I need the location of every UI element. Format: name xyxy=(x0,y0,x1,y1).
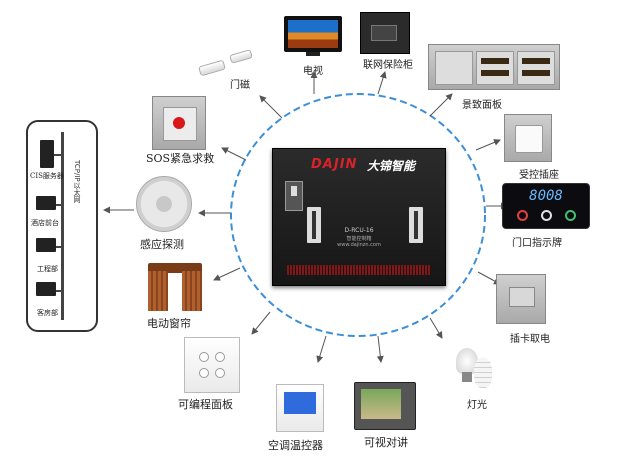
motion-sensor-icon xyxy=(136,176,192,232)
scene-button xyxy=(495,58,509,64)
connection-ring xyxy=(230,93,486,337)
network-backbone xyxy=(61,132,64,320)
arrow-sos xyxy=(221,147,247,161)
controller-vent xyxy=(287,265,431,275)
station-label-frontdesk: 酒店前台 xyxy=(31,219,59,227)
arrow-door-magnet xyxy=(259,95,283,119)
card-switch-icon xyxy=(496,274,546,324)
switch-dot xyxy=(199,352,209,362)
switch-dot xyxy=(215,352,225,362)
device-label-intercom: 可视对讲 xyxy=(364,436,408,449)
switch-dot xyxy=(199,368,209,378)
switch-dot xyxy=(215,368,225,378)
scene-button xyxy=(536,70,550,76)
curtain-drape-left xyxy=(148,271,168,311)
scene-button xyxy=(522,58,536,64)
curtain-valance xyxy=(148,263,202,273)
arrow-curtain xyxy=(213,267,241,281)
arrow-scene-panel xyxy=(429,93,453,117)
socket-icon xyxy=(504,114,552,162)
frontdesk-link xyxy=(56,204,62,206)
device-label-thermostat: 空调温控器 xyxy=(268,439,323,452)
controller-small-text: www.dajinzn.com xyxy=(337,242,381,248)
intercom-icon xyxy=(354,382,416,430)
scene-button xyxy=(495,70,509,76)
controller-model: D-RCU-16 xyxy=(344,227,374,234)
door-sign-icon: 8008 xyxy=(502,183,590,229)
door-sign-number: 8008 xyxy=(529,188,563,204)
cleaning-indicator-icon xyxy=(565,210,576,221)
safe-icon xyxy=(360,12,410,54)
device-label-door-magnet: 门磁 xyxy=(230,80,250,91)
device-label-door-sign: 门口指示牌 xyxy=(512,238,562,249)
controller-subtitle-text: 智能控制箱 xyxy=(346,236,372,242)
device-label-prog-panel: 可编程面板 xyxy=(178,398,233,411)
thermostat-icon xyxy=(276,384,324,432)
device-label-socket: 受控插座 xyxy=(519,170,559,181)
bracket-left-icon xyxy=(307,207,321,243)
device-label-sensor: 感应探测 xyxy=(140,238,184,251)
computer-icon-housekeeping xyxy=(36,282,56,296)
device-label-safe: 联网保险柜 xyxy=(363,60,413,71)
controller-subtitle: 智能控制箱 www.dajinzn.com xyxy=(273,235,445,248)
controller-brand: DAJIN xyxy=(311,157,358,172)
arrow-thermostat xyxy=(316,335,327,363)
central-controller: DAJIN 大锦智能 D-RCU-16 智能控制箱 www.dajinzn.co… xyxy=(272,148,446,286)
curtain-icon xyxy=(148,263,202,311)
device-label-light: 灯光 xyxy=(467,400,487,411)
server-icon xyxy=(40,140,54,168)
arrow-intercom xyxy=(376,335,384,363)
scene-module-3 xyxy=(517,51,555,85)
device-label-curtain: 电动窗帘 xyxy=(147,317,191,330)
thermostat-screen xyxy=(284,392,316,414)
network-rack xyxy=(26,120,98,332)
card-slot xyxy=(509,287,535,307)
station-label-server: CIS服务器 xyxy=(30,172,64,180)
device-label-scene-panel: 景致面板 xyxy=(462,100,502,111)
sos-button-icon xyxy=(152,96,206,150)
arrow-safe xyxy=(377,71,387,95)
switch-panel-icon xyxy=(184,337,240,393)
device-label-tv: 电视 xyxy=(303,66,323,77)
scene-panel-icon xyxy=(428,44,560,90)
engineering-link xyxy=(56,246,62,248)
scene-module-2 xyxy=(476,51,514,85)
scene-button xyxy=(481,70,495,76)
station-label-engineering: 工程部 xyxy=(37,265,58,273)
server-link xyxy=(54,154,62,156)
cfl-bulb-icon xyxy=(474,358,492,388)
device-label-sos: SOS紧急求救 xyxy=(146,152,215,165)
network-label: TCP/IP以太网 xyxy=(73,160,81,203)
arrow-light xyxy=(429,317,443,339)
arrow-socket xyxy=(475,139,501,151)
curtain-drape-right xyxy=(182,271,202,311)
device-label-card-switch: 插卡取电 xyxy=(510,334,550,345)
controller-brand-cn: 大锦智能 xyxy=(367,159,416,173)
breaker-icon xyxy=(285,181,303,211)
bulb-icon xyxy=(456,348,478,382)
scene-button xyxy=(536,58,550,64)
computer-icon-engineering xyxy=(36,238,56,252)
station-label-housekeeping: 客房部 xyxy=(37,309,58,317)
scene-module-1 xyxy=(435,51,473,85)
tv-icon xyxy=(284,16,342,56)
socket-face xyxy=(515,125,543,153)
dnd-indicator-icon xyxy=(517,210,528,221)
arrow-prog-panel xyxy=(251,311,271,335)
sos-red-button xyxy=(173,117,185,129)
housekeeping-link xyxy=(56,290,62,292)
bracket-right-icon xyxy=(409,207,423,243)
scene-button xyxy=(481,58,495,64)
scene-button xyxy=(522,70,536,76)
computer-icon-frontdesk xyxy=(36,196,56,210)
bell-indicator-icon xyxy=(541,210,552,221)
